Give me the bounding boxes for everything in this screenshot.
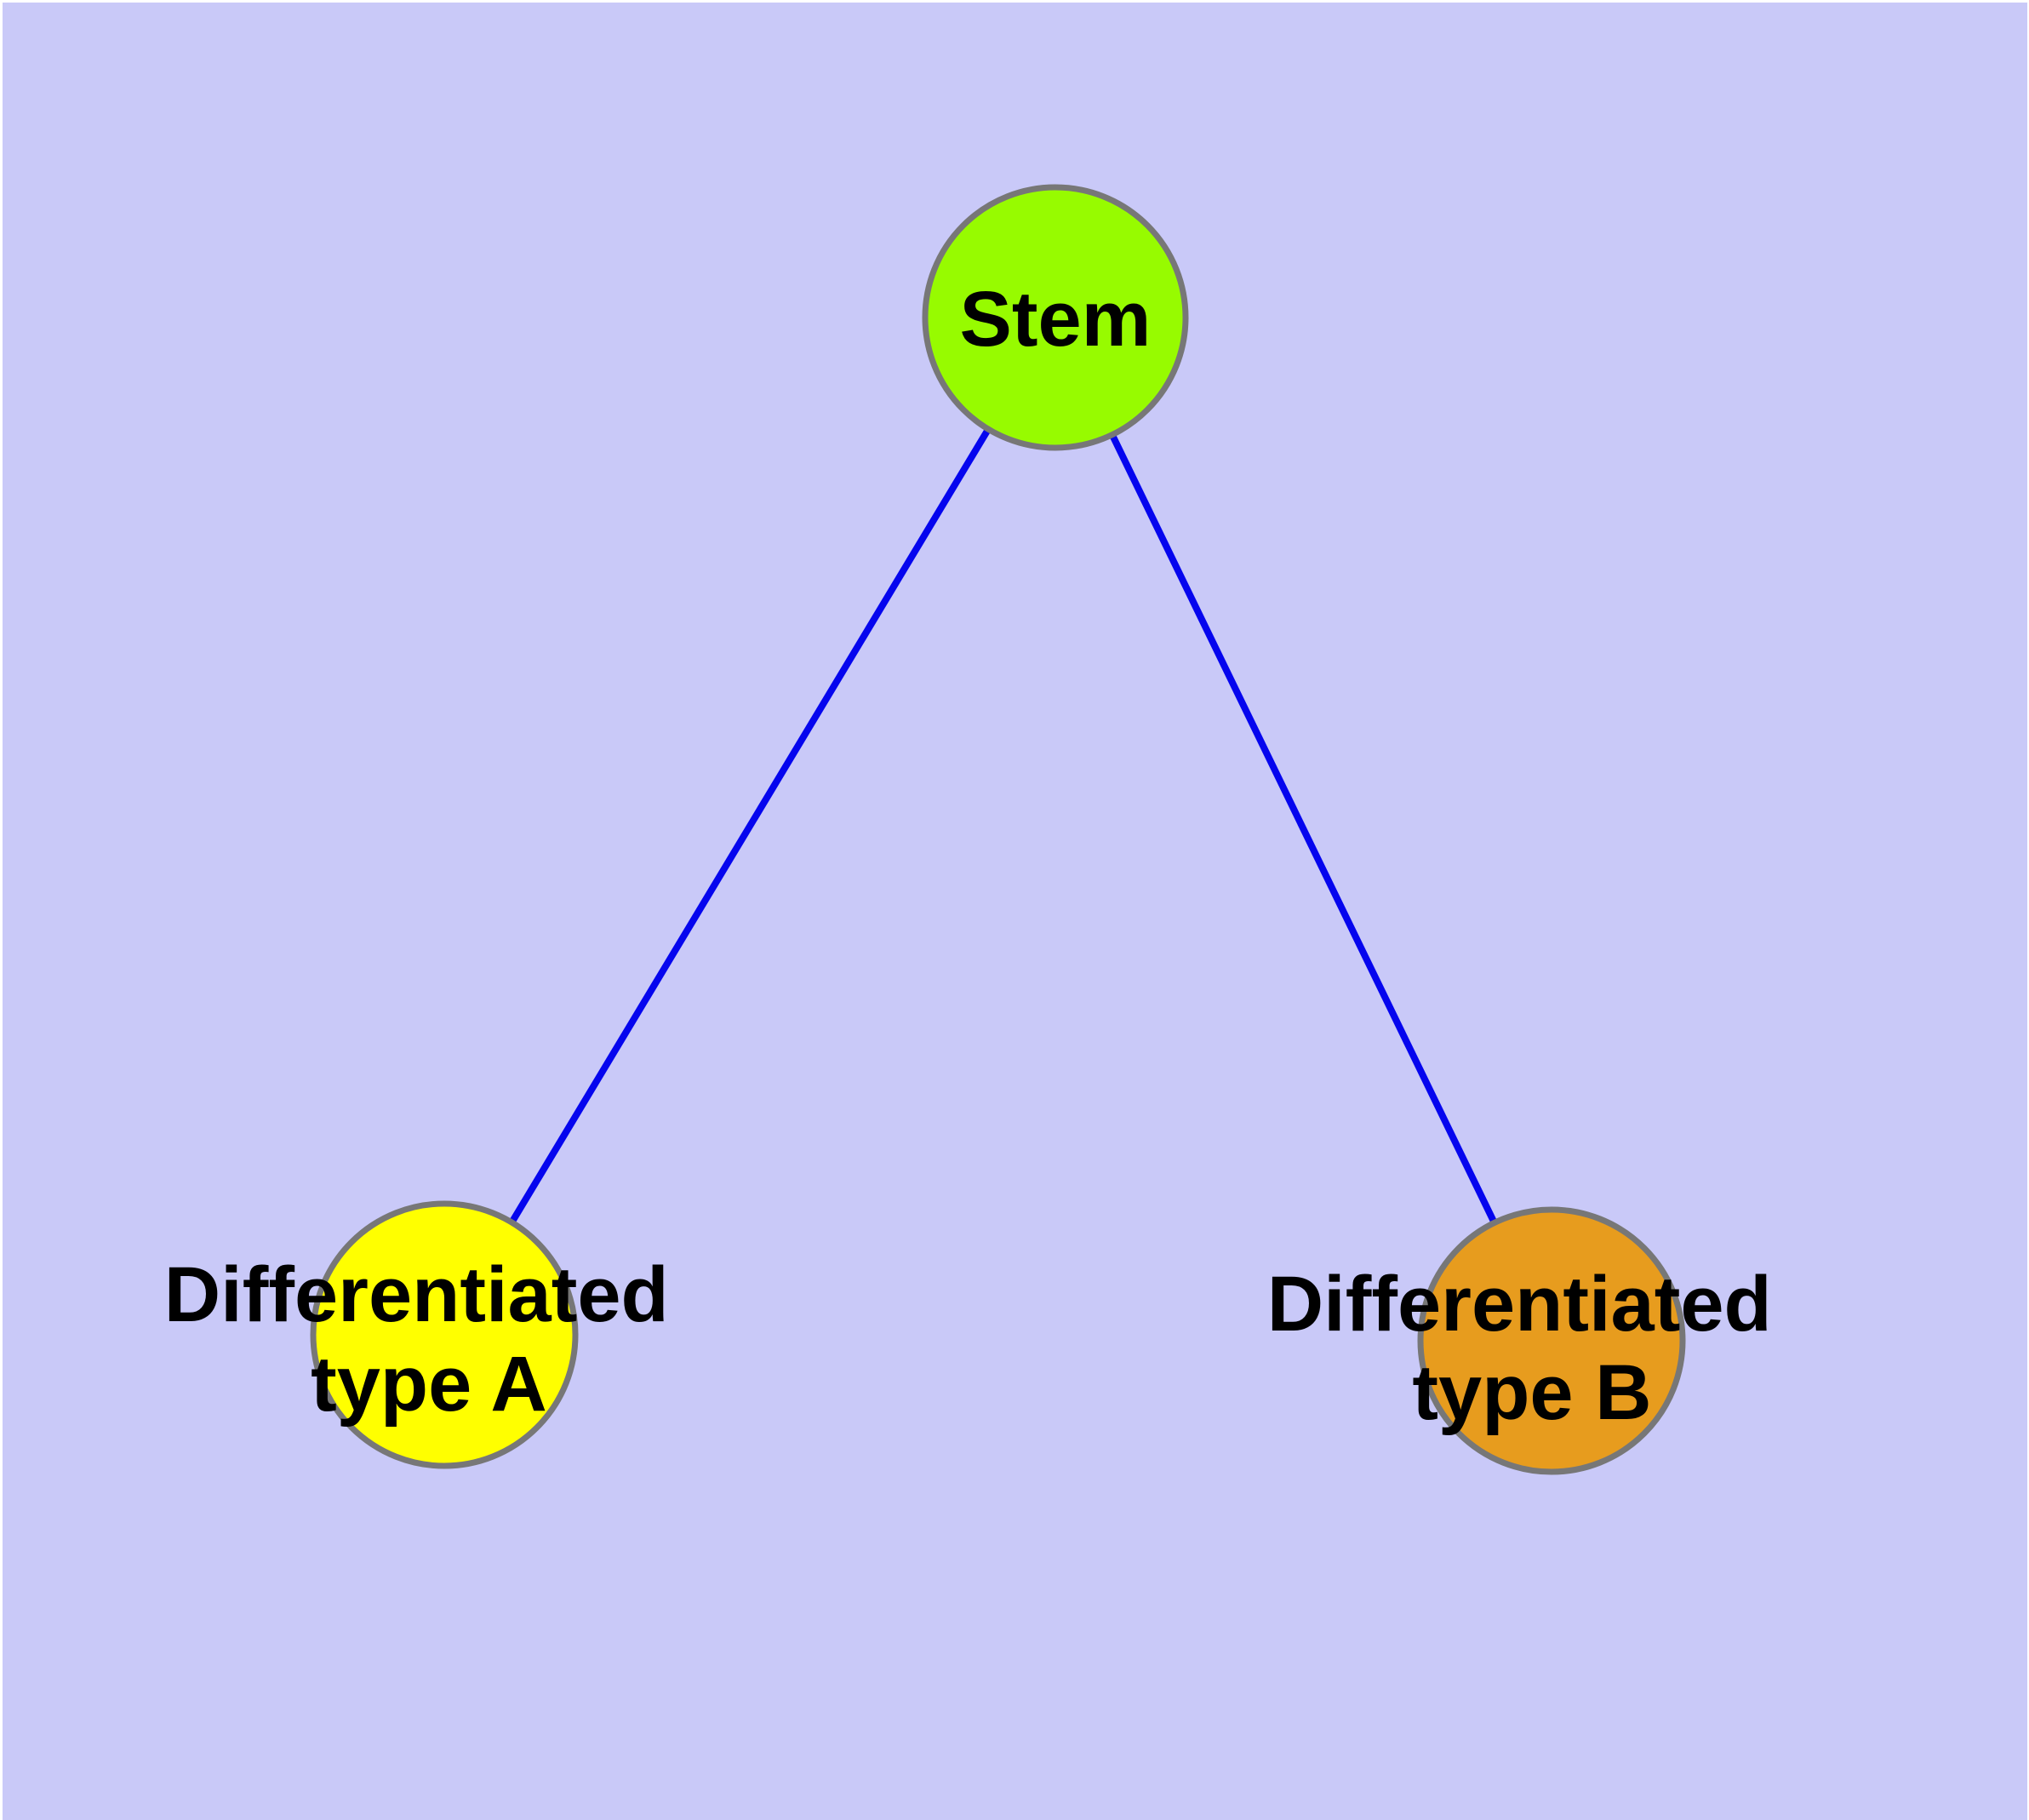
edge-stem-to-differentiated-type-a [441,315,1059,1337]
node-differentiated-type-a-label-line-2: type A [311,1341,547,1428]
node-differentiated-type-a-circle [310,1200,579,1469]
edge-stem-to-differentiated-type-b [1052,316,1555,1342]
node-differentiated-type-b: Differentiated type B [1267,1206,1794,1475]
node-differentiated-type-a: Differentiated type A [164,1200,691,1469]
node-differentiated-type-a-label: Differentiated type A [164,1251,691,1428]
node-differentiated-type-b-label: Differentiated type B [1267,1261,1794,1436]
node-differentiated-type-b-label-line-1: Differentiated [1267,1261,1772,1348]
node-differentiated-type-a-label-line-1: Differentiated [164,1251,669,1338]
node-differentiated-type-b-circle [1417,1206,1686,1475]
node-stem-label: Stem [960,276,1152,363]
node-stem: Stem [922,184,1189,451]
node-differentiated-type-b-label-line-2: type B [1412,1349,1651,1436]
node-stem-circle [922,184,1189,451]
